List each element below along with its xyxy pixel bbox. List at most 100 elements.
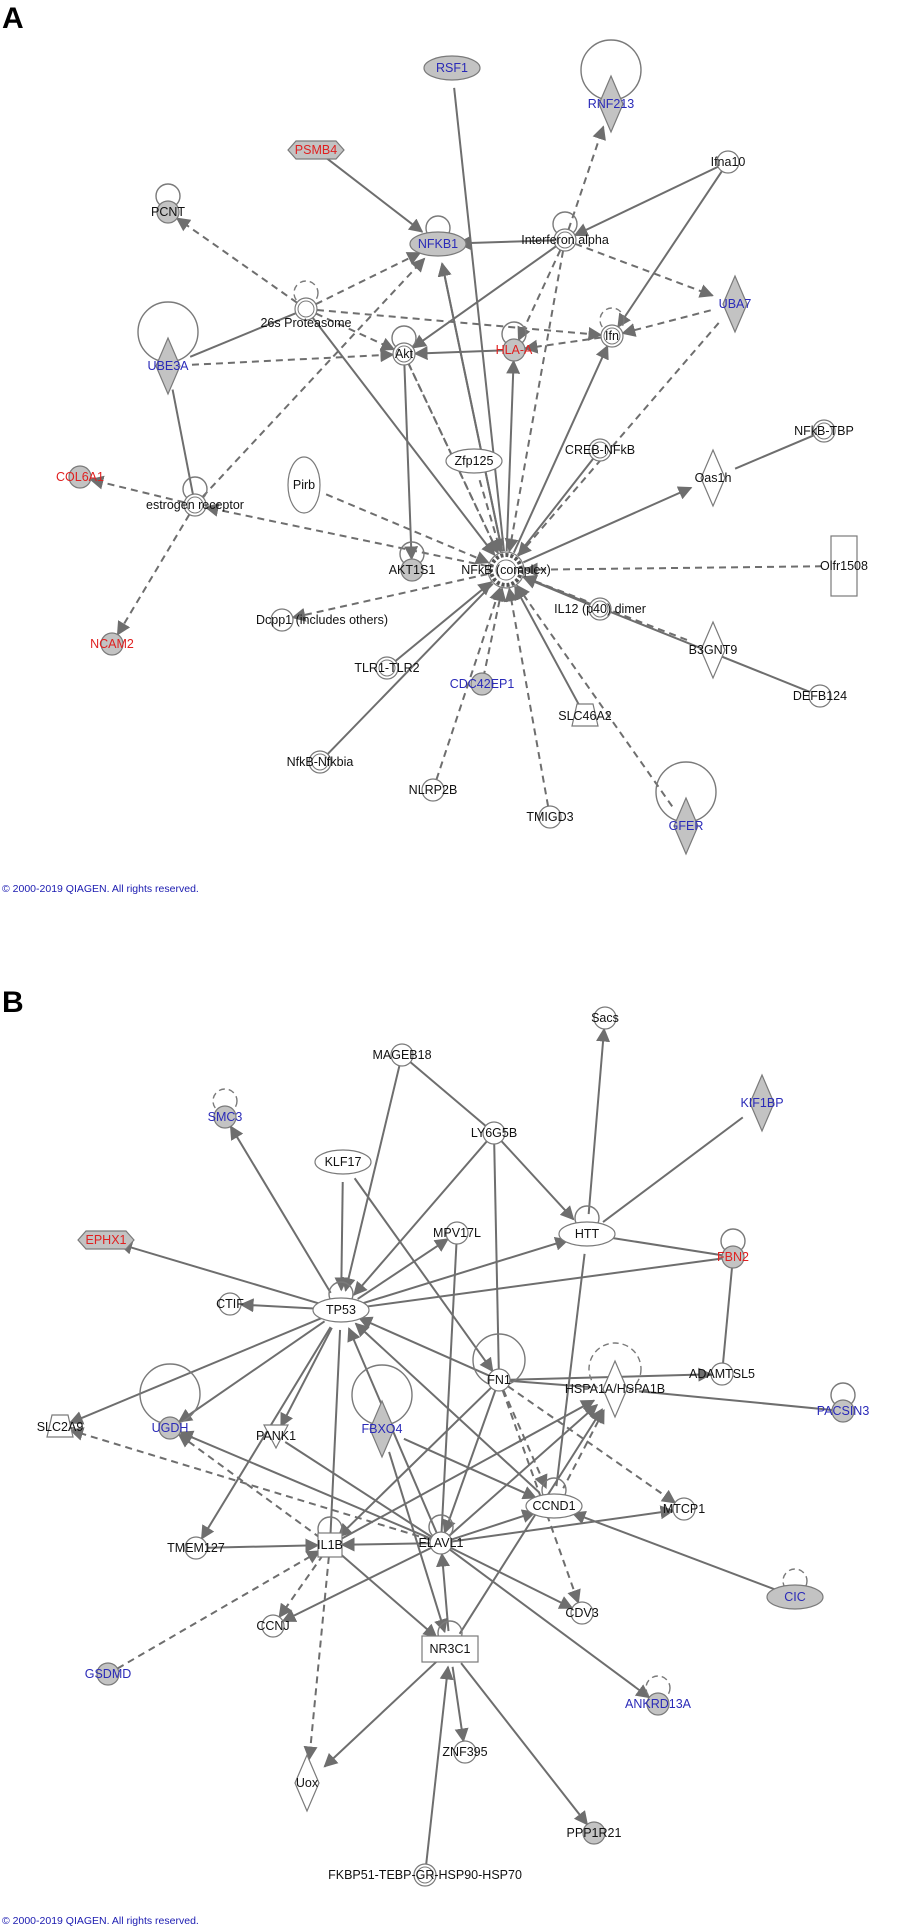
node-shape: [369, 1399, 395, 1459]
node-fbn2[interactable]: FBN2: [717, 1228, 749, 1269]
node-label: TLR1-TLR2: [354, 661, 419, 675]
node-26s[interactable]: 26s Proteasome: [260, 280, 352, 330]
edge-pirb-to-nfkb: [325, 493, 490, 565]
node-creb[interactable]: CREB-NFkB: [565, 438, 635, 462]
node-ly6g5b[interactable]: LY6G5B: [471, 1121, 517, 1145]
node-label: NCAM2: [90, 637, 134, 651]
node-defb124[interactable]: DEFB124: [793, 684, 847, 708]
node-ube3a[interactable]: UBE3A: [137, 301, 199, 396]
node-nfkb[interactable]: NFkB (complex): [461, 551, 551, 589]
node-tp53[interactable]: TP53: [312, 1281, 370, 1323]
node-mpv17l[interactable]: MPV17L: [433, 1221, 481, 1245]
node-il1b[interactable]: IL1B: [317, 1516, 343, 1558]
node-hspa1[interactable]: HSPA1A/HSPA1B: [565, 1342, 665, 1419]
node-smc3[interactable]: SMC3: [208, 1088, 243, 1129]
node-rnf213[interactable]: RNF213: [580, 39, 642, 134]
node-shape: [602, 1359, 628, 1419]
edge-ifna-to-akt: [411, 245, 557, 349]
node-gsdmd[interactable]: GSDMD: [85, 1662, 132, 1686]
node-er[interactable]: estrogen receptor: [146, 476, 244, 517]
node-nlrp2b[interactable]: NLRP2B: [409, 778, 458, 802]
node-shape: [287, 456, 321, 514]
node-akt1s1[interactable]: AKT1S1: [389, 541, 436, 582]
edge-htt-to-sacs: [587, 1027, 611, 1215]
panel-a-letter: A: [2, 2, 24, 35]
edge-tp53-to-slc2a9: [68, 1316, 323, 1425]
node-tlr1[interactable]: TLR1-TLR2: [354, 656, 420, 680]
node-mtcp1[interactable]: MTCP1: [663, 1497, 705, 1521]
node-tmigd3[interactable]: TMIGD3: [526, 805, 574, 829]
node-pacsin3[interactable]: PACSIN3: [817, 1382, 870, 1423]
node-elavl1[interactable]: ELAVL1: [419, 1514, 464, 1555]
node-pank1[interactable]: PANK1: [256, 1424, 296, 1450]
node-cdv3[interactable]: CDV3: [565, 1601, 599, 1625]
node-uox[interactable]: Uox: [294, 1753, 320, 1813]
node-ccnd1[interactable]: CCND1: [525, 1477, 583, 1519]
edge-mpv17l-to-elavl1: [440, 1243, 458, 1533]
node-slc2a9[interactable]: SLC2A9: [37, 1414, 84, 1438]
node-ccnj[interactable]: CCNJ: [256, 1614, 290, 1638]
edge-26s-to-pcnt: [175, 217, 298, 304]
node-nr3c1[interactable]: NR3C1: [421, 1620, 479, 1663]
node-ifna[interactable]: Interferon alpha: [521, 211, 609, 252]
node-klf17[interactable]: KLF17: [314, 1149, 372, 1175]
node-ppp1r21[interactable]: PPP1R21: [567, 1821, 622, 1845]
edge-il1b-to-ugdh: [177, 1433, 321, 1539]
node-pcnt[interactable]: PCNT: [151, 183, 185, 224]
node-label: 26s Proteasome: [260, 316, 351, 330]
node-oas1h[interactable]: Oas1h: [695, 448, 732, 508]
edge-olfr1508-to-nfkb: [523, 562, 823, 577]
node-adamtsl5[interactable]: ADAMTSL5: [689, 1362, 755, 1386]
edge-elavl1-to-il1b: [340, 1537, 431, 1552]
node-nfkbtbp[interactable]: NFkB-TBP: [794, 419, 854, 443]
node-pirb[interactable]: Pirb: [287, 456, 321, 514]
node-il12[interactable]: IL12 (p40) dimer: [554, 597, 646, 621]
node-slc46a2[interactable]: SLC46A2: [558, 703, 612, 727]
edge-ifna-to-nfkb1: [456, 235, 555, 250]
node-label: SMC3: [208, 1110, 243, 1124]
node-uba7[interactable]: UBA7: [719, 274, 752, 334]
node-ifna10[interactable]: Ifna10: [711, 150, 746, 174]
edge-tp53-to-il1b: [329, 1329, 342, 1534]
node-sacs[interactable]: Sacs: [591, 1006, 619, 1030]
node-ankrd13a[interactable]: ANKRD13A: [625, 1675, 692, 1716]
edge-nfkb-to-cdc42ep1: [483, 587, 507, 674]
edge-gfer-to-nfkb: [516, 584, 674, 807]
node-ephx1[interactable]: EPHX1: [77, 1230, 135, 1250]
node-znf395[interactable]: ZNF395: [442, 1740, 488, 1764]
node-rsf1[interactable]: RSF1: [423, 55, 481, 81]
node-zfp125[interactable]: Zfp125: [445, 448, 503, 474]
node-gfer[interactable]: GFER: [655, 761, 717, 856]
node-kif1bp[interactable]: KIF1BP: [740, 1073, 784, 1133]
node-hlaa[interactable]: HLA-A: [496, 321, 533, 362]
node-akt[interactable]: Akt: [391, 325, 417, 366]
node-psmb4[interactable]: PSMB4: [287, 140, 345, 160]
node-shape: [156, 200, 180, 224]
edge-hspa1-to-il1b: [340, 1399, 596, 1541]
node-b3gnt9[interactable]: B3GNT9: [689, 620, 738, 680]
node-dcpp1[interactable]: Dcpp1 (includes others): [256, 608, 388, 632]
node-ifn[interactable]: Ifn: [599, 307, 625, 348]
node-label: ADAMTSL5: [689, 1367, 755, 1381]
node-label: HTT: [575, 1227, 600, 1241]
node-shape: [700, 448, 726, 508]
node-htt[interactable]: HTT: [558, 1205, 616, 1247]
node-tmem127[interactable]: TMEM127: [167, 1536, 225, 1560]
edge-htt-to-tp53: [359, 1236, 570, 1306]
node-ugdh[interactable]: UGDH: [139, 1363, 201, 1440]
node-fn1[interactable]: FN1: [472, 1333, 526, 1392]
node-nfkb1[interactable]: NFKB1: [409, 215, 467, 257]
node-fkbp51[interactable]: FKBP51-TEBP-GR-HSP90-HSP70: [328, 1863, 522, 1887]
node-fbxo4[interactable]: FBXO4: [351, 1364, 413, 1459]
node-col6a1[interactable]: COL6A1: [56, 465, 104, 489]
node-cic[interactable]: CIC: [766, 1568, 824, 1610]
node-cdc42ep1[interactable]: CDC42EP1: [450, 672, 515, 696]
node-olfr1508[interactable]: Olfr1508: [820, 535, 868, 597]
node-ncam2[interactable]: NCAM2: [90, 632, 134, 656]
node-label: CTIF: [216, 1297, 244, 1311]
node-mageb18[interactable]: MAGEB18: [372, 1043, 432, 1067]
inner-ring: [186, 496, 204, 514]
node-ctif[interactable]: CTIF: [216, 1292, 244, 1316]
node-nfkbnfkbia[interactable]: NfkB-Nfkbia: [287, 750, 354, 774]
node-label: NfkB-Nfkbia: [287, 755, 354, 769]
